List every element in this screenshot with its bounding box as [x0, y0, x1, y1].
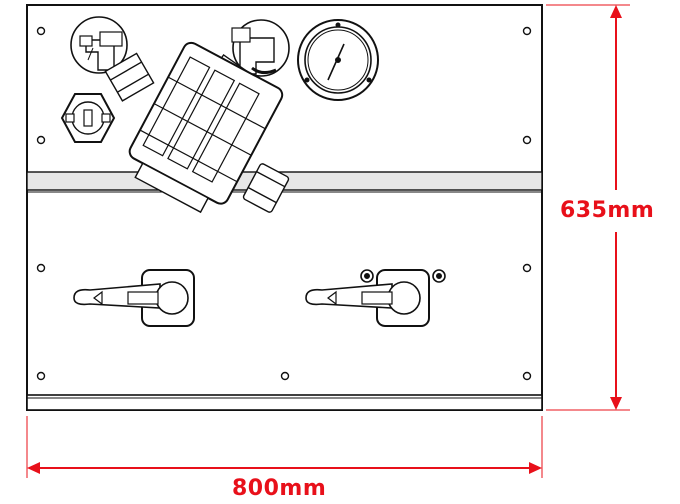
mounting-holes [36, 26, 532, 381]
left-valve-icon [73, 269, 195, 327]
right-elbow-icon [231, 19, 290, 77]
left-elbow-icon [70, 16, 128, 74]
width-dimension [26, 416, 543, 478]
pressure-gauge-icon [297, 19, 379, 101]
hex-union-icon [60, 93, 116, 143]
width-dimension-label: 800mm [232, 476, 327, 501]
filter-housing-icon [104, 41, 290, 214]
height-dimension [546, 4, 630, 411]
right-valve-icon [305, 269, 446, 327]
flow-arrow-icon [93, 290, 103, 306]
height-dimension-label: 635mm [560, 198, 655, 223]
